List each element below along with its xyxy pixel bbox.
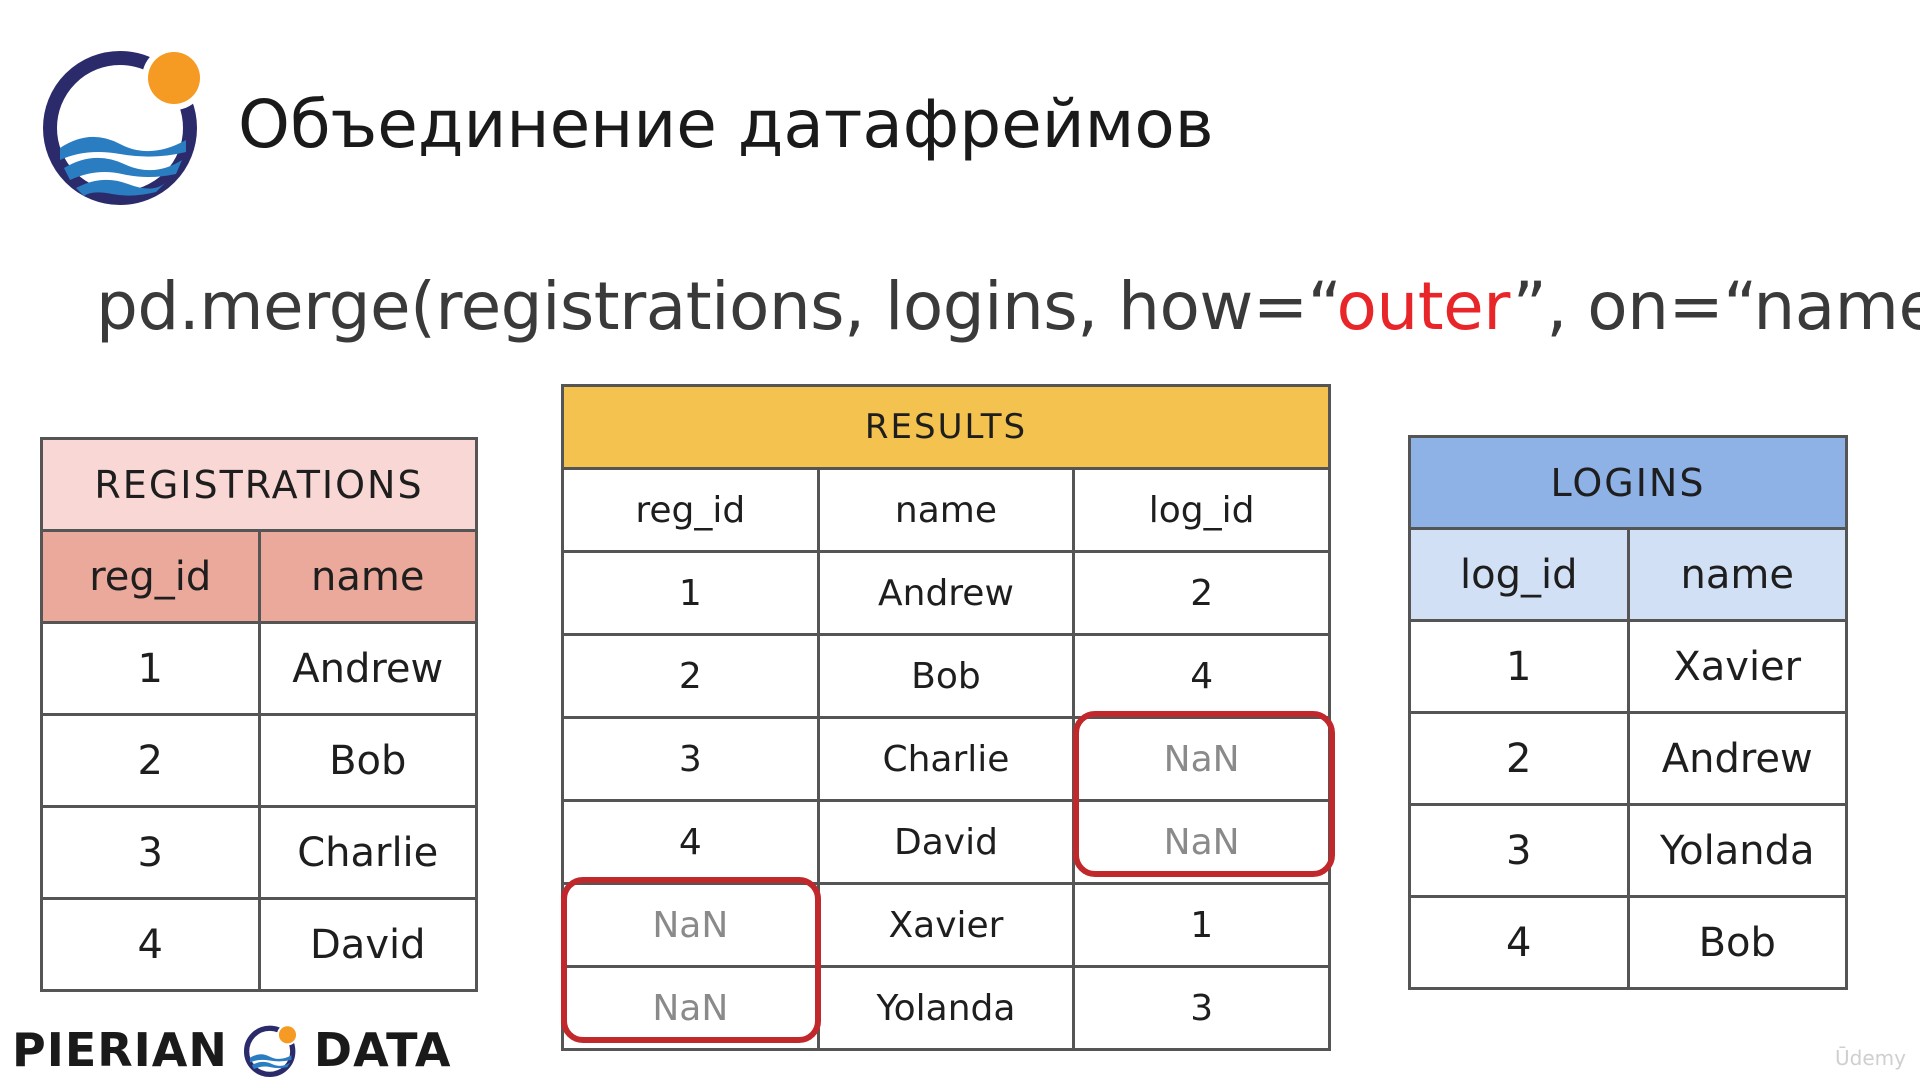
code-suffix: ”, on=“name”) <box>1512 268 1920 345</box>
results-caption: RESULTS <box>561 384 1331 470</box>
brand-right-text: DATA <box>313 1023 452 1077</box>
registrations-column-header: name <box>257 529 478 624</box>
brand-logo: PIERIAN DATA <box>12 1020 452 1080</box>
pierian-mini-logo-icon <box>243 1024 298 1078</box>
table-row: 1 Xavier <box>1408 619 1848 714</box>
table-cell: 1 <box>561 550 820 636</box>
table-row: 3 Charlie <box>40 805 478 900</box>
logins-table: LOGINS log_id name 1 Xavier 2 Andrew 3 Y… <box>1408 435 1848 990</box>
table-cell: Yolanda <box>1626 803 1848 898</box>
table-cell: Andrew <box>816 550 1076 636</box>
results-column-header: name <box>816 467 1076 553</box>
table-row: 4 David NaN <box>561 799 1331 885</box>
table-cell: 1 <box>1072 882 1331 968</box>
page-title: Объединение датафреймов <box>238 86 1214 163</box>
registrations-table: REGISTRATIONS reg_id name 1 Andrew 2 Bob… <box>40 437 478 992</box>
table-row: 3 Charlie NaN <box>561 716 1331 802</box>
nan-cell: NaN <box>561 882 820 968</box>
results-column-header: log_id <box>1072 467 1331 553</box>
table-row: 2 Andrew <box>1408 711 1848 806</box>
table-cell: 3 <box>561 716 820 802</box>
table-cell: Charlie <box>257 805 478 900</box>
table-cell: 3 <box>1072 965 1331 1051</box>
table-row: NaN Xavier 1 <box>561 882 1331 968</box>
table-cell: 3 <box>40 805 261 900</box>
table-cell: 3 <box>1408 803 1630 898</box>
logins-column-header: log_id <box>1408 527 1630 622</box>
udemy-watermark: Ūdemy <box>1835 1046 1906 1070</box>
table-cell: 2 <box>1408 711 1630 806</box>
table-cell: 4 <box>1072 633 1331 719</box>
nan-highlight-reg-id <box>561 877 821 1043</box>
results-column-header: reg_id <box>561 467 820 553</box>
nan-cell: NaN <box>1072 716 1331 802</box>
table-cell: 1 <box>40 621 261 716</box>
nan-cell: NaN <box>561 965 820 1051</box>
table-row: 2 Bob <box>40 713 478 808</box>
logins-caption: LOGINS <box>1408 435 1848 530</box>
table-cell: Bob <box>816 633 1076 719</box>
nan-highlight-log-id <box>1073 711 1335 877</box>
results-table: RESULTS reg_id name log_id 1 Andrew 2 2 … <box>561 384 1331 1051</box>
table-row: 1 Andrew <box>40 621 478 716</box>
table-cell: Xavier <box>1626 619 1848 714</box>
table-row: 1 Andrew 2 <box>561 550 1331 636</box>
code-line: pd.merge(registrations, logins, how=“out… <box>96 268 1920 345</box>
table-row: 2 Bob 4 <box>561 633 1331 719</box>
table-cell: Andrew <box>1626 711 1848 806</box>
table-row: 3 Yolanda <box>1408 803 1848 898</box>
table-cell: David <box>257 897 478 992</box>
table-cell: Bob <box>257 713 478 808</box>
table-cell: 2 <box>1072 550 1331 636</box>
code-prefix: pd.merge(registrations, logins, how=“ <box>96 268 1337 345</box>
table-cell: Xavier <box>816 882 1076 968</box>
table-cell: Bob <box>1626 895 1848 990</box>
registrations-column-header: reg_id <box>40 529 261 624</box>
registrations-caption: REGISTRATIONS <box>40 437 478 532</box>
pierian-logo-icon <box>43 46 206 205</box>
table-cell: 1 <box>1408 619 1630 714</box>
table-cell: Andrew <box>257 621 478 716</box>
table-cell: Charlie <box>816 716 1076 802</box>
table-cell: 4 <box>1408 895 1630 990</box>
table-cell: Yolanda <box>816 965 1076 1051</box>
table-cell: 2 <box>40 713 261 808</box>
table-row: NaN Yolanda 3 <box>561 965 1331 1051</box>
table-cell: 4 <box>561 799 820 885</box>
table-cell: 4 <box>40 897 261 992</box>
table-cell: 2 <box>561 633 820 719</box>
table-row: 4 David <box>40 897 478 992</box>
table-cell: David <box>816 799 1076 885</box>
logins-column-header: name <box>1626 527 1848 622</box>
code-keyword: outer <box>1336 268 1514 345</box>
nan-cell: NaN <box>1072 799 1331 885</box>
table-row: 4 Bob <box>1408 895 1848 990</box>
brand-left-text: PIERIAN <box>12 1023 228 1077</box>
